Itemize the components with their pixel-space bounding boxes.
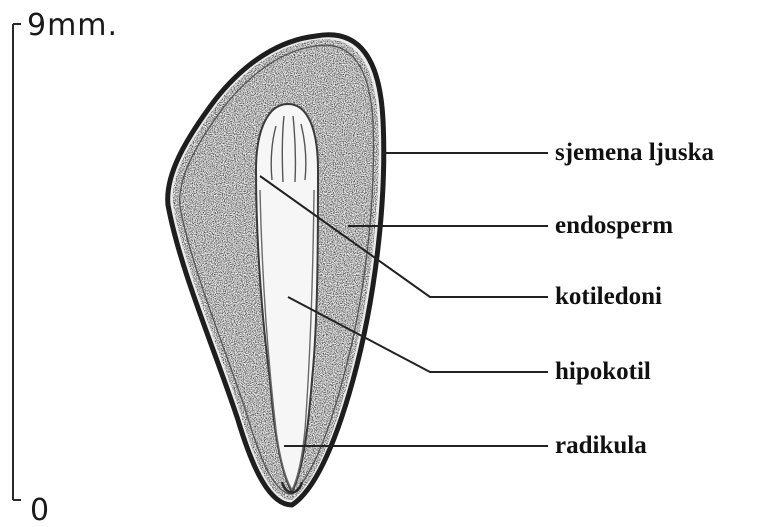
scale-bar [13,24,21,500]
label-hypocotyl: hipokotil [555,358,651,386]
label-seed-coat: sjemena ljuska [555,139,714,167]
label-cotyledons: kotiledoni [555,283,662,311]
scale-min-label: 0 [30,493,49,527]
seed [168,35,384,505]
label-endosperm: endosperm [555,212,673,240]
label-radicle: radikula [555,432,647,460]
scale-max-label: 9mm. [27,8,118,43]
